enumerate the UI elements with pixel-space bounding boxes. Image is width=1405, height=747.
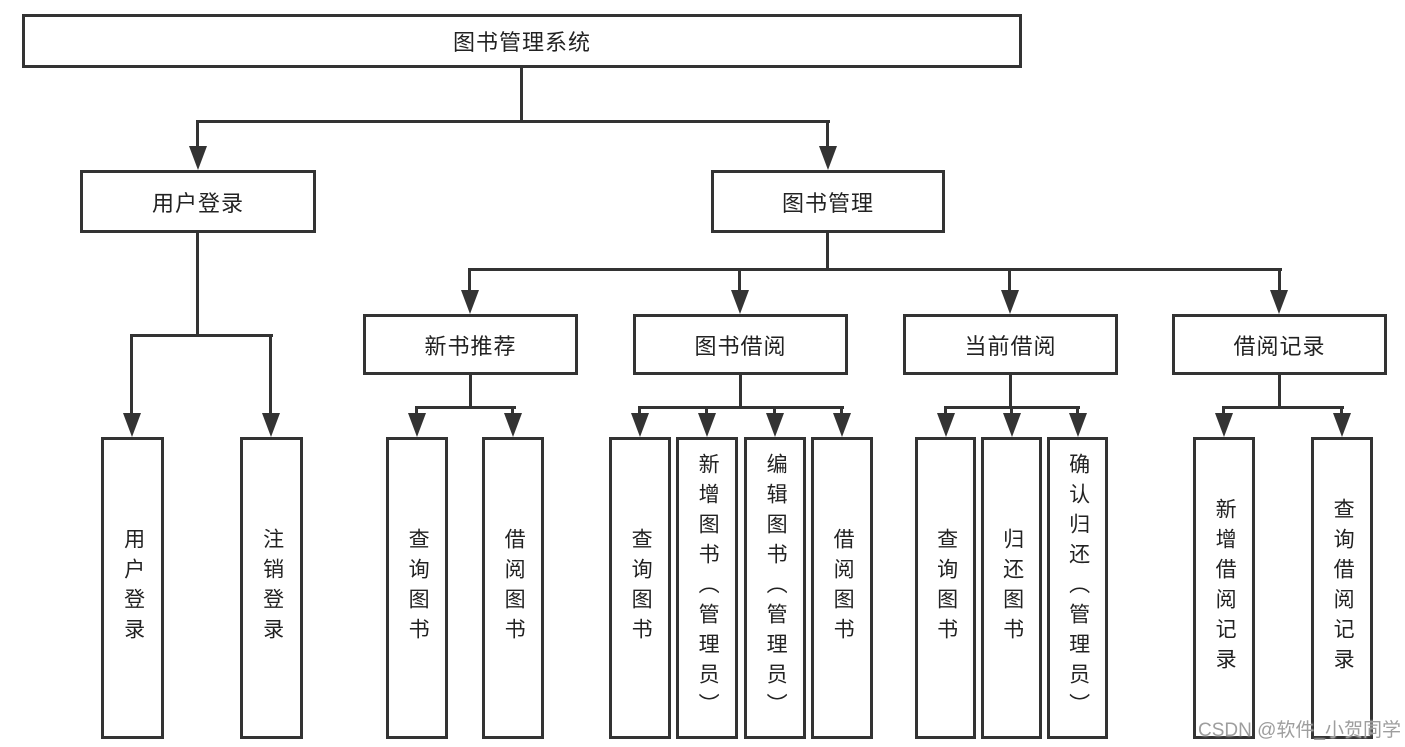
- leaf-user-login: 用户登录: [101, 437, 164, 739]
- connector-line: [1010, 406, 1013, 416]
- leaf-current-confirm-return-admin: 确认归还（管理员）: [1047, 437, 1108, 739]
- arrow-down-icon: [189, 146, 207, 170]
- arrow-down-icon: [833, 413, 851, 437]
- arrow-down-icon: [1215, 413, 1233, 437]
- connector-line: [638, 406, 641, 416]
- arrow-down-icon: [123, 413, 141, 437]
- connector-line: [705, 406, 708, 416]
- arrow-down-icon: [1001, 290, 1019, 314]
- connector-line: [511, 406, 514, 416]
- connector-line: [269, 334, 272, 415]
- leaf-records-query-record: 查询借阅记录: [1311, 437, 1373, 739]
- connector-line: [773, 406, 776, 416]
- connector-line: [1278, 375, 1281, 408]
- leaf-records-add-record-label: 新增借阅记录: [1213, 498, 1237, 678]
- arrow-down-icon: [504, 413, 522, 437]
- arrow-down-icon: [1270, 290, 1288, 314]
- leaf-newbook-query-books: 查询图书: [386, 437, 448, 739]
- leaf-borrow-borrow-books: 借阅图书: [811, 437, 873, 739]
- connector-line: [196, 120, 830, 123]
- connector-line: [415, 406, 516, 409]
- node-root: 图书管理系统: [22, 14, 1022, 68]
- node-book-borrow-label: 图书借阅: [694, 333, 787, 359]
- connector-line: [1278, 268, 1281, 293]
- leaf-user-login-label: 用户登录: [121, 528, 145, 648]
- arrow-down-icon: [1003, 413, 1021, 437]
- connector-line: [415, 406, 418, 416]
- leaf-borrow-borrow-books-label: 借阅图书: [831, 528, 855, 648]
- leaf-current-query-books: 查询图书: [915, 437, 976, 739]
- connector-line: [826, 233, 829, 270]
- connector-line: [739, 375, 742, 408]
- connector-line: [1222, 406, 1344, 409]
- leaf-current-query-books-label: 查询图书: [934, 528, 958, 648]
- arrow-down-icon: [1333, 413, 1351, 437]
- leaf-records-add-record: 新增借阅记录: [1193, 437, 1255, 739]
- arrow-down-icon: [698, 413, 716, 437]
- node-book-management-label: 图书管理: [781, 190, 874, 216]
- leaf-borrow-add-books-admin-label: 新增图书（管理员）: [696, 453, 720, 723]
- node-current-borrow-label: 当前借阅: [964, 333, 1057, 359]
- node-borrow-records: 借阅记录: [1172, 314, 1387, 375]
- arrow-down-icon: [262, 413, 280, 437]
- node-book-borrow: 图书借阅: [633, 314, 848, 375]
- arrow-down-icon: [766, 413, 784, 437]
- connector-line: [196, 120, 199, 148]
- leaf-current-return-books: 归还图书: [981, 437, 1042, 739]
- connector-line: [196, 233, 199, 336]
- connector-line: [840, 406, 843, 416]
- connector-line: [944, 406, 947, 416]
- leaf-borrow-edit-books-admin: 编辑图书（管理员）: [744, 437, 806, 739]
- arrow-down-icon: [819, 146, 837, 170]
- node-book-management: 图书管理: [711, 170, 945, 233]
- leaf-current-return-books-label: 归还图书: [1000, 528, 1024, 648]
- node-root-label: 图书管理系统: [452, 30, 591, 55]
- connector-line: [468, 268, 1282, 271]
- connector-line: [1076, 406, 1079, 416]
- connector-line: [1340, 406, 1343, 416]
- connector-line: [130, 334, 133, 415]
- leaf-newbook-borrow-books-label: 借阅图书: [502, 528, 526, 648]
- leaf-borrow-edit-books-admin-label: 编辑图书（管理员）: [764, 453, 788, 723]
- node-new-book-recommend: 新书推荐: [363, 314, 578, 375]
- arrow-down-icon: [937, 413, 955, 437]
- leaf-newbook-query-books-label: 查询图书: [406, 528, 430, 648]
- leaf-borrow-query-books: 查询图书: [609, 437, 671, 739]
- connector-line: [468, 268, 471, 293]
- connector-line: [1222, 406, 1225, 416]
- leaf-current-confirm-return-admin-label: 确认归还（管理员）: [1066, 453, 1090, 723]
- connector-line: [738, 268, 741, 293]
- leaf-logout-label: 注销登录: [260, 528, 284, 648]
- arrow-down-icon: [731, 290, 749, 314]
- leaf-newbook-borrow-books: 借阅图书: [482, 437, 544, 739]
- node-user-login: 用户登录: [80, 170, 316, 233]
- leaf-borrow-query-books-label: 查询图书: [629, 528, 653, 648]
- connector-line: [469, 375, 472, 408]
- connector-line: [130, 334, 273, 337]
- connector-line: [1009, 375, 1012, 408]
- leaf-records-query-record-label: 查询借阅记录: [1331, 498, 1355, 678]
- connector-line: [638, 406, 844, 409]
- arrow-down-icon: [408, 413, 426, 437]
- connector-line: [826, 120, 829, 148]
- csdn-watermark: CSDN @软件_小贺同学: [1198, 720, 1401, 741]
- arrow-down-icon: [631, 413, 649, 437]
- node-current-borrow: 当前借阅: [903, 314, 1118, 375]
- connector-line: [1008, 268, 1011, 293]
- leaf-borrow-add-books-admin: 新增图书（管理员）: [676, 437, 738, 739]
- node-user-login-label: 用户登录: [151, 190, 244, 216]
- node-new-book-recommend-label: 新书推荐: [424, 333, 517, 359]
- node-borrow-records-label: 借阅记录: [1233, 333, 1326, 359]
- connector-line: [520, 68, 523, 121]
- leaf-logout: 注销登录: [240, 437, 303, 739]
- arrow-down-icon: [461, 290, 479, 314]
- arrow-down-icon: [1069, 413, 1087, 437]
